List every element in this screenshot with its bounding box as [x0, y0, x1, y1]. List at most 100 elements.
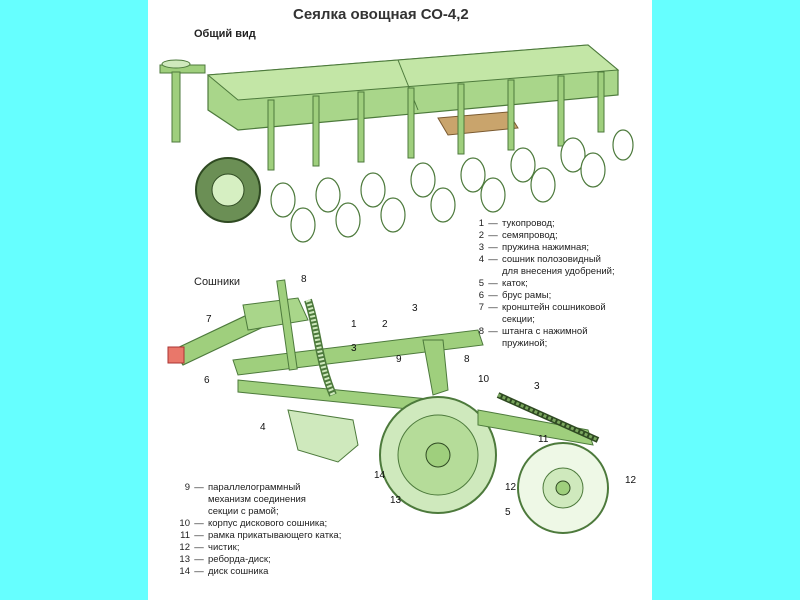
legend-dash: —: [488, 230, 498, 241]
legend-number: [178, 506, 190, 518]
legend-text: штанга с нажимной: [502, 326, 588, 337]
legend-number: 4: [478, 254, 484, 265]
legend-number: [472, 266, 484, 278]
legend-dash: —: [488, 278, 498, 289]
legend-number: 5: [478, 278, 484, 289]
legend-item: 6 — брус рамы;: [472, 290, 648, 302]
seeder-illustration: 8 7 1 3 6 4 9 2 3 8 10 3 11 14 12 13 12 …: [159, 44, 637, 534]
legend-item: 7 — кронштейн сошниковой: [472, 302, 648, 314]
legend-dash: —: [194, 530, 204, 541]
legend-text: реборда-диск;: [208, 554, 271, 565]
legend-number: 2: [478, 230, 484, 241]
legend-number: 11: [180, 530, 190, 541]
callout: 4: [260, 422, 266, 433]
callout: 3: [412, 303, 418, 314]
callout: 8: [301, 274, 307, 285]
callout: 3: [534, 381, 540, 392]
diagram-title: Сеялка овощная СО-4,2: [293, 6, 469, 23]
legend-text: кронштейн сошниковой: [502, 302, 606, 313]
legend-text: механизм соединения: [208, 494, 306, 505]
callout: 8: [464, 354, 470, 365]
legend-dash: [190, 506, 208, 518]
legend-item: 5 — каток;: [472, 278, 648, 290]
legend-text: каток;: [502, 278, 528, 289]
legend-text: корпус дискового сошника;: [208, 518, 328, 529]
legend-text: пружина нажимная;: [502, 242, 590, 253]
legend-text: секции с рамой;: [208, 506, 279, 517]
legend-item: 13 — реборда-диск;: [178, 554, 408, 566]
legend-item: для внесения удобрений;: [472, 266, 648, 278]
legend-dash: [484, 314, 502, 326]
openers-view: [167, 279, 609, 534]
legend-number: 13: [179, 554, 190, 565]
illustration-sheet: 8 7 1 3 6 4 9 2 3 8 10 3 11 14 12 13 12 …: [148, 0, 652, 600]
callout: 7: [206, 314, 212, 325]
legend-number: [178, 494, 190, 506]
legend-item: 4 — сошник полозовидный: [472, 254, 648, 266]
legend-item: секции с рамой;: [178, 506, 408, 518]
openers-label: Сошники: [194, 276, 241, 288]
legend-dash: [484, 266, 502, 278]
legend-text: тукопровод;: [502, 218, 555, 229]
legend-dash: [484, 338, 502, 350]
legend-item: 2 — семяпровод;: [472, 230, 648, 242]
legend-number: 7: [478, 302, 484, 313]
legend-number: [472, 338, 484, 350]
callout: 5: [505, 507, 511, 518]
legend-number: 1: [478, 218, 484, 229]
callout: 12: [505, 482, 517, 493]
legend-dash: —: [194, 554, 204, 565]
legend-text: семяпровод;: [502, 230, 558, 241]
legend-dash: —: [488, 254, 498, 265]
legend-text: для внесения удобрений;: [502, 266, 615, 277]
legend-number: 6: [478, 290, 484, 301]
callout: 9: [396, 354, 402, 365]
legend-dash: —: [488, 218, 498, 229]
legend-item: механизм соединения: [178, 494, 408, 506]
callout: 14: [374, 470, 386, 481]
legend-item: пружиной;: [472, 338, 648, 350]
legend-top: 1 — тукопровод; 2 — семяпровод; 3 — пружина нажи…: [472, 218, 648, 350]
legend-number: [472, 314, 484, 326]
legend-number: 14: [179, 566, 190, 577]
legend-item: 11 — рамка прикатывающего катка;: [178, 530, 408, 542]
legend-dash: —: [488, 242, 498, 253]
callout: 6: [204, 375, 210, 386]
callout: 3: [351, 343, 357, 354]
legend-text: сошник полозовидный: [502, 254, 601, 265]
legend-item: 3 — пружина нажимная;: [472, 242, 648, 254]
legend-number: 9: [184, 482, 190, 493]
legend-text: брус рамы;: [502, 290, 552, 301]
legend-item: 8 — штанга с нажимной: [472, 326, 648, 338]
callout: 12: [625, 475, 637, 486]
callout: 1: [351, 319, 357, 330]
legend-dash: —: [488, 326, 498, 337]
legend-item: секции;: [472, 314, 648, 326]
legend-number: 10: [179, 518, 190, 529]
callout: 11: [538, 434, 549, 445]
legend-number: 8: [478, 326, 484, 337]
legend-text: пружиной;: [502, 338, 548, 349]
legend-text: рамка прикатывающего катка;: [208, 530, 342, 541]
legend-text: секции;: [502, 314, 535, 325]
legend-dash: —: [488, 302, 498, 313]
legend-item: 1 — тукопровод;: [472, 218, 648, 230]
legend-item: 14 — диск сошника: [178, 566, 408, 578]
seeder-general-view: [159, 44, 634, 243]
legend-dash: —: [194, 518, 204, 529]
legend-text: параллелограммный: [208, 482, 301, 493]
legend-dash: —: [488, 290, 498, 301]
legend-item: 9 — параллелограммный: [178, 482, 408, 494]
callout: 13: [390, 495, 402, 506]
legend-text: диск сошника: [208, 566, 269, 577]
callout: 2: [382, 319, 388, 330]
legend-dash: —: [194, 566, 204, 577]
callout: 10: [478, 374, 490, 385]
legend-dash: —: [194, 482, 204, 493]
legend-item: 10 — корпус дискового сошника;: [178, 518, 408, 530]
legend-number: 3: [478, 242, 484, 253]
legend-dash: [190, 494, 208, 506]
legend-item: 12—чистик;: [178, 542, 408, 554]
legend-number: 12: [179, 542, 190, 553]
